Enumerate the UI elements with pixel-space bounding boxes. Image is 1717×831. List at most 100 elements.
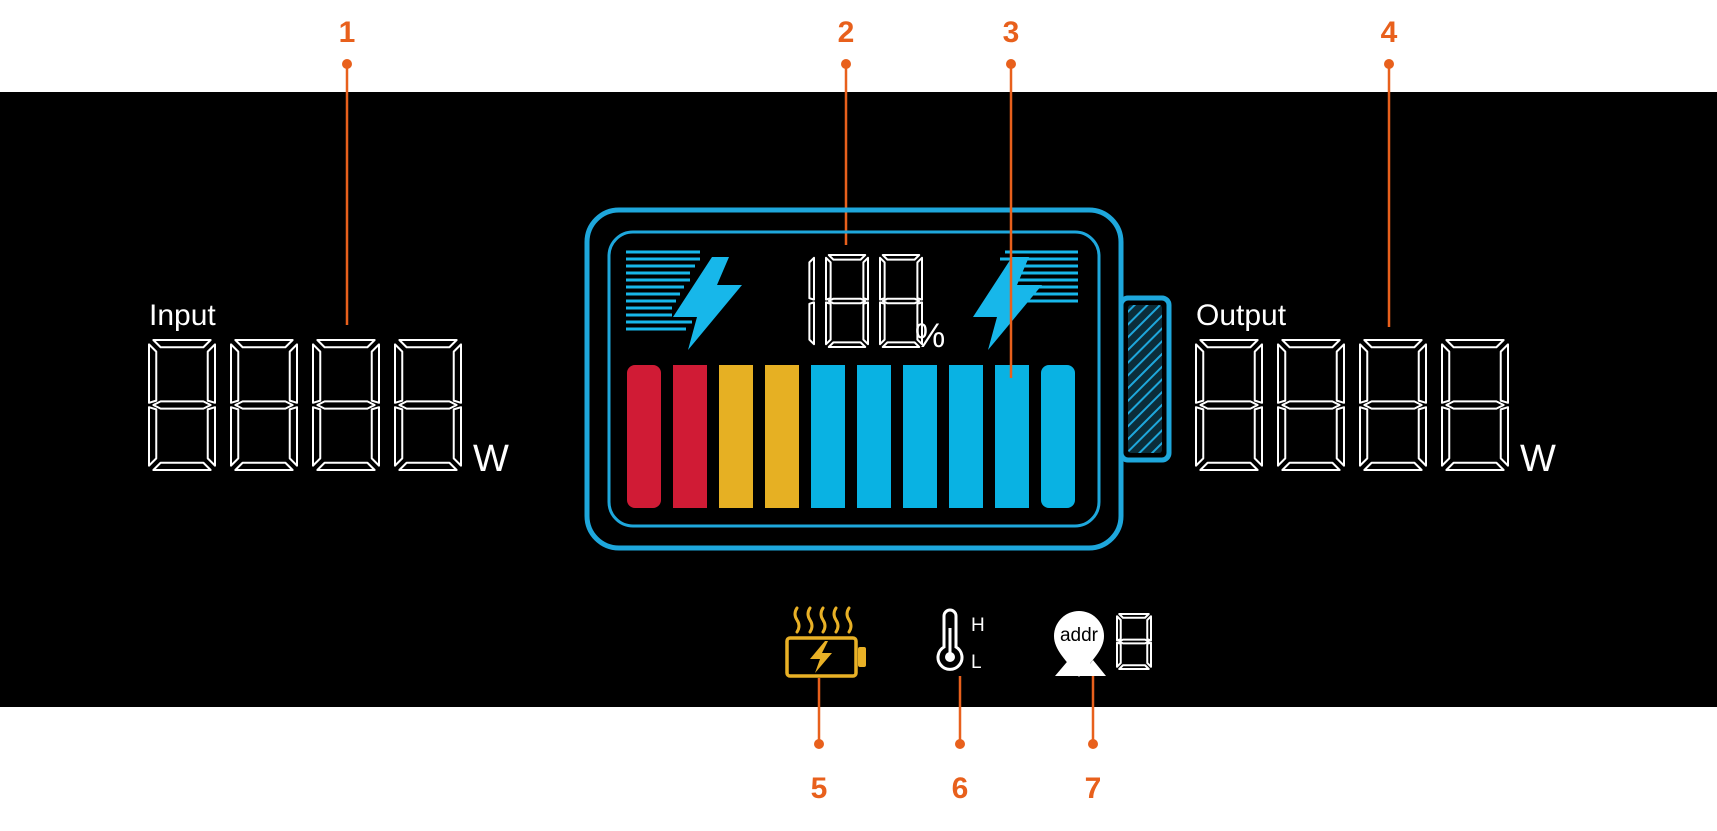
segment-e [312, 406, 322, 467]
battery-level-bar [903, 365, 937, 508]
battery-level-bar [1041, 365, 1075, 508]
segment-f [1359, 343, 1369, 404]
address-pin-icon: addr [1054, 611, 1152, 677]
segment-a [881, 254, 921, 261]
segment-b [1499, 343, 1509, 404]
segment-d [1363, 461, 1423, 471]
seven-segment-digit [1116, 613, 1152, 670]
segment-g [1281, 400, 1341, 410]
battery-percent-unit: % [915, 317, 945, 355]
output-label: Output [1196, 299, 1287, 332]
battery-level-bar [719, 365, 753, 508]
segment-e [148, 406, 158, 467]
segment-c [1146, 641, 1152, 668]
segment-b [288, 343, 298, 404]
segment-g [1363, 400, 1423, 410]
segment-g [316, 400, 376, 410]
address-digit [1116, 613, 1152, 670]
battery-level-bar [857, 365, 891, 508]
battery-level-bar [811, 365, 845, 508]
seven-segment-digit [394, 339, 462, 471]
segment-c [452, 406, 462, 467]
address-icon-text: addr [1060, 625, 1099, 646]
segment-g [234, 400, 294, 410]
segment-d [1199, 461, 1259, 471]
segment-d [827, 341, 867, 348]
seven-segment-digit [879, 254, 923, 348]
segment-a [1281, 339, 1341, 349]
segment-a [1199, 339, 1259, 349]
lightning-icon [973, 257, 1042, 350]
segment-d [234, 461, 294, 471]
segment-b [1417, 343, 1427, 404]
segment-f [394, 343, 404, 404]
battery-level-bar [949, 365, 983, 508]
segment-e [879, 301, 886, 346]
segment-b [370, 343, 380, 404]
segment-f [1277, 343, 1287, 404]
segment-c [370, 406, 380, 467]
segment-e [825, 301, 832, 346]
segment-e [1195, 406, 1205, 467]
segment-c [1417, 406, 1427, 467]
segment-c [1335, 406, 1345, 467]
segment-f [1441, 343, 1451, 404]
seven-segment-digit [312, 339, 380, 471]
seven-segment-digit [1277, 339, 1345, 471]
segment-b [916, 256, 923, 301]
callout-number-1: 1 [339, 16, 356, 49]
battery-outer-frame [584, 207, 1124, 551]
input-label: Input [149, 299, 216, 332]
segment-f [230, 343, 240, 404]
thermometer-icon: H L [936, 608, 985, 673]
segment-a [1363, 339, 1423, 349]
battery-terminal-hatch [1128, 305, 1162, 453]
segment-e [1359, 406, 1369, 467]
segment-f [148, 343, 158, 404]
segment-d [1445, 461, 1505, 471]
segment-c [862, 301, 869, 346]
battery-level-bar [627, 365, 661, 508]
segment-b [1335, 343, 1345, 404]
seven-segment-digit [230, 339, 298, 471]
callout-5: 5 [811, 678, 828, 805]
segment-f [312, 343, 322, 404]
segment-f [825, 256, 832, 301]
callout-number-5: 5 [811, 772, 828, 805]
lightning-icon [673, 257, 742, 350]
seven-segment-digit [825, 254, 869, 348]
callout-4: 4 [1381, 16, 1398, 327]
callout-number-2: 2 [838, 16, 855, 49]
segment-g [881, 297, 921, 305]
segment-c [1499, 406, 1509, 467]
temperature-low-label: L [971, 652, 982, 673]
battery-level-bar [673, 365, 707, 508]
battery-terminal [1118, 295, 1172, 463]
battery-level-bar [995, 365, 1029, 508]
speed-lines-left [626, 250, 700, 331]
segment-d [881, 341, 921, 348]
output-readout: Output W [1195, 299, 1556, 480]
temperature-high-label: H [971, 615, 985, 636]
battery-level-bars [627, 365, 1075, 508]
segment-b [452, 343, 462, 404]
seven-segment-digit [148, 339, 216, 471]
segment-a [234, 339, 294, 349]
segment-e [1441, 406, 1451, 467]
segment-b [1253, 343, 1263, 404]
callout-number-3: 3 [1003, 16, 1020, 49]
battery-inner-frame [607, 230, 1101, 528]
segment-a [316, 339, 376, 349]
segment-b [1146, 615, 1152, 642]
segment-e [230, 406, 240, 467]
segment-a [152, 339, 212, 349]
battery-percent-digits [808, 254, 923, 348]
segment-c [206, 406, 216, 467]
battery-indicator: % [584, 207, 1172, 551]
battery-level-bar [765, 365, 799, 508]
callout-1: 1 [339, 16, 356, 325]
output-unit: W [1520, 438, 1556, 480]
segment-d [316, 461, 376, 471]
segment-b [808, 256, 815, 301]
